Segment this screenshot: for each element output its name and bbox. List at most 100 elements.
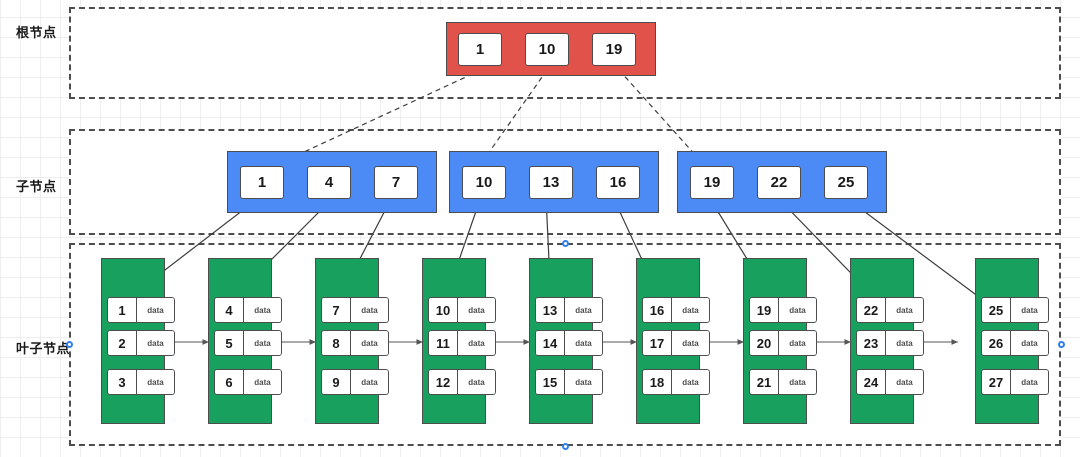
- leaf-entry-key: 1: [107, 297, 137, 323]
- leaf-entry-value: data: [351, 369, 389, 395]
- leaf-entry-value: data: [672, 369, 710, 395]
- leaf-node-8[interactable]: 22 data 23 data 24 data: [850, 258, 924, 424]
- leaf-entry-value: data: [244, 369, 282, 395]
- child-key-cell[interactable]: 7: [374, 166, 418, 199]
- leaf-entry-value: data: [458, 297, 496, 323]
- leaf-entry-value: data: [886, 297, 924, 323]
- leaf-entry-key: 2: [107, 330, 137, 356]
- leaf-entry-value: data: [779, 369, 817, 395]
- leaf-entry-value: data: [458, 330, 496, 356]
- child-key-cell[interactable]: 1: [240, 166, 284, 199]
- root-key-cell[interactable]: 1: [458, 33, 502, 66]
- leaf-entry-value: data: [244, 330, 282, 356]
- leaf-entry[interactable]: 23 data: [856, 330, 924, 356]
- leaf-entry-key: 17: [642, 330, 672, 356]
- leaf-entry-value: data: [1011, 297, 1049, 323]
- leaf-entry-value: data: [779, 297, 817, 323]
- leaf-entry-value: data: [672, 330, 710, 356]
- resize-handle-bottom[interactable]: [562, 443, 569, 450]
- leaf-entry[interactable]: 25 data: [981, 297, 1049, 323]
- row-label-child: 子节点: [16, 179, 57, 194]
- child-key-cell[interactable]: 13: [529, 166, 573, 199]
- leaf-node-2[interactable]: 4 data 5 data 6 data: [208, 258, 282, 424]
- child-key-cell[interactable]: 19: [690, 166, 734, 199]
- child-node-3[interactable]: 19 22 25: [677, 151, 887, 213]
- leaf-entry[interactable]: 20 data: [749, 330, 817, 356]
- leaf-entry-key: 23: [856, 330, 886, 356]
- leaf-entry[interactable]: 14 data: [535, 330, 603, 356]
- leaf-entry-value: data: [886, 330, 924, 356]
- leaf-entry-key: 22: [856, 297, 886, 323]
- root-key-cell[interactable]: 10: [525, 33, 569, 66]
- leaf-entry[interactable]: 1 data: [107, 297, 175, 323]
- leaf-entry[interactable]: 27 data: [981, 369, 1049, 395]
- child-key-cell[interactable]: 22: [757, 166, 801, 199]
- leaf-entry-key: 3: [107, 369, 137, 395]
- leaf-entry-value: data: [565, 369, 603, 395]
- leaf-entry[interactable]: 26 data: [981, 330, 1049, 356]
- leaf-entry[interactable]: 19 data: [749, 297, 817, 323]
- leaf-entry[interactable]: 16 data: [642, 297, 710, 323]
- leaf-entry-value: data: [565, 330, 603, 356]
- leaf-node-4[interactable]: 10 data 11 data 12 data: [422, 258, 496, 424]
- resize-handle-left[interactable]: [66, 341, 73, 348]
- leaf-node-6[interactable]: 16 data 17 data 18 data: [636, 258, 710, 424]
- leaf-entry[interactable]: 10 data: [428, 297, 496, 323]
- leaf-entry[interactable]: 18 data: [642, 369, 710, 395]
- leaf-entry-key: 24: [856, 369, 886, 395]
- leaf-entry-key: 10: [428, 297, 458, 323]
- leaf-entry-key: 7: [321, 297, 351, 323]
- leaf-entry[interactable]: 6 data: [214, 369, 282, 395]
- leaf-entry[interactable]: 7 data: [321, 297, 389, 323]
- leaf-entry[interactable]: 9 data: [321, 369, 389, 395]
- leaf-entry[interactable]: 24 data: [856, 369, 924, 395]
- leaf-node-3[interactable]: 7 data 8 data 9 data: [315, 258, 389, 424]
- child-key-cell[interactable]: 25: [824, 166, 868, 199]
- leaf-entry[interactable]: 5 data: [214, 330, 282, 356]
- root-node[interactable]: 1 10 19: [446, 22, 656, 76]
- child-key-cell[interactable]: 4: [307, 166, 351, 199]
- leaf-entry-key: 21: [749, 369, 779, 395]
- leaf-entry[interactable]: 3 data: [107, 369, 175, 395]
- leaf-entry-key: 20: [749, 330, 779, 356]
- leaf-entry-value: data: [886, 369, 924, 395]
- leaf-entry[interactable]: 13 data: [535, 297, 603, 323]
- leaf-entry[interactable]: 12 data: [428, 369, 496, 395]
- root-key-cell[interactable]: 19: [592, 33, 636, 66]
- leaf-entry[interactable]: 11 data: [428, 330, 496, 356]
- leaf-entry-value: data: [244, 297, 282, 323]
- leaf-entry[interactable]: 8 data: [321, 330, 389, 356]
- leaf-entry-value: data: [351, 330, 389, 356]
- leaf-entry[interactable]: 15 data: [535, 369, 603, 395]
- leaf-entry-key: 6: [214, 369, 244, 395]
- child-node-1[interactable]: 1 4 7: [227, 151, 437, 213]
- leaf-entry-value: data: [1011, 330, 1049, 356]
- resize-handle-right[interactable]: [1058, 341, 1065, 348]
- leaf-entry[interactable]: 22 data: [856, 297, 924, 323]
- row-label-root: 根节点: [16, 25, 57, 40]
- leaf-entry-key: 19: [749, 297, 779, 323]
- leaf-entry-key: 5: [214, 330, 244, 356]
- leaf-entry-value: data: [1011, 369, 1049, 395]
- child-key-cell[interactable]: 10: [462, 166, 506, 199]
- leaf-entry-key: 12: [428, 369, 458, 395]
- leaf-node-7[interactable]: 19 data 20 data 21 data: [743, 258, 817, 424]
- leaf-entry-value: data: [565, 297, 603, 323]
- leaf-entry[interactable]: 17 data: [642, 330, 710, 356]
- leaf-node-5[interactable]: 13 data 14 data 15 data: [529, 258, 603, 424]
- child-key-cell[interactable]: 16: [596, 166, 640, 199]
- leaf-entry-key: 16: [642, 297, 672, 323]
- leaf-entry-key: 13: [535, 297, 565, 323]
- leaf-node-9[interactable]: 25 data 26 data 27 data: [975, 258, 1049, 424]
- leaf-entry-key: 15: [535, 369, 565, 395]
- leaf-entry[interactable]: 4 data: [214, 297, 282, 323]
- leaf-entry-key: 14: [535, 330, 565, 356]
- resize-handle-top[interactable]: [562, 240, 569, 247]
- leaf-entry-key: 18: [642, 369, 672, 395]
- child-node-2[interactable]: 10 13 16: [449, 151, 659, 213]
- leaf-entry-value: data: [137, 330, 175, 356]
- leaf-entry[interactable]: 2 data: [107, 330, 175, 356]
- leaf-entry[interactable]: 21 data: [749, 369, 817, 395]
- leaf-node-1[interactable]: 1 data 2 data 3 data: [101, 258, 175, 424]
